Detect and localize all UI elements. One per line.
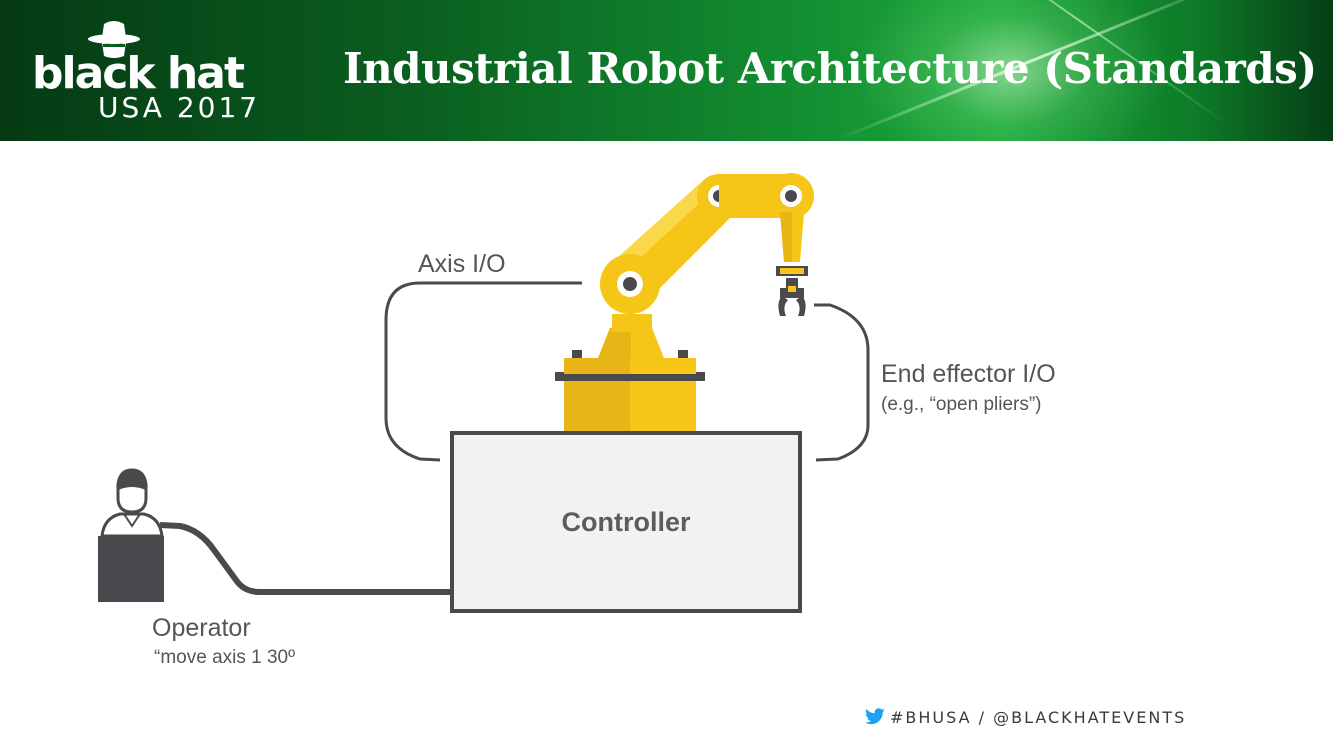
slide-title: Industrial Robot Architecture (Standards…: [343, 44, 1317, 93]
operator-person-icon: [98, 468, 164, 602]
spy-hat-logo-icon: [88, 21, 140, 58]
end-effector-example: (e.g., “open pliers”): [881, 394, 1042, 415]
gripper-icon: [778, 278, 806, 316]
operator-label: Operator: [152, 614, 251, 642]
end-effector-connector: [814, 303, 870, 462]
axis-io-connector: [384, 281, 582, 462]
header-banner: black hat USA 2017 Industrial Robot Arch…: [0, 0, 1333, 141]
operator-command: “move axis 1 30º: [154, 647, 296, 668]
footer-handle: #BHUSA / @BLACKHATEVENTS: [890, 707, 1187, 727]
logo-wordmark: black hat: [32, 48, 245, 99]
controller-box: Controller: [450, 431, 802, 613]
robot-arm-icon: [555, 173, 814, 431]
operator-cable: [159, 522, 450, 595]
controller-label: Controller: [561, 506, 691, 537]
logo-event-year: USA 2017: [98, 91, 261, 124]
end-effector-label: End effector I/O: [881, 360, 1056, 388]
axis-io-label: Axis I/O: [418, 250, 506, 278]
twitter-bird-icon: [865, 708, 885, 725]
footer-social: #BHUSA / @BLACKHATEVENTS: [864, 706, 1186, 728]
